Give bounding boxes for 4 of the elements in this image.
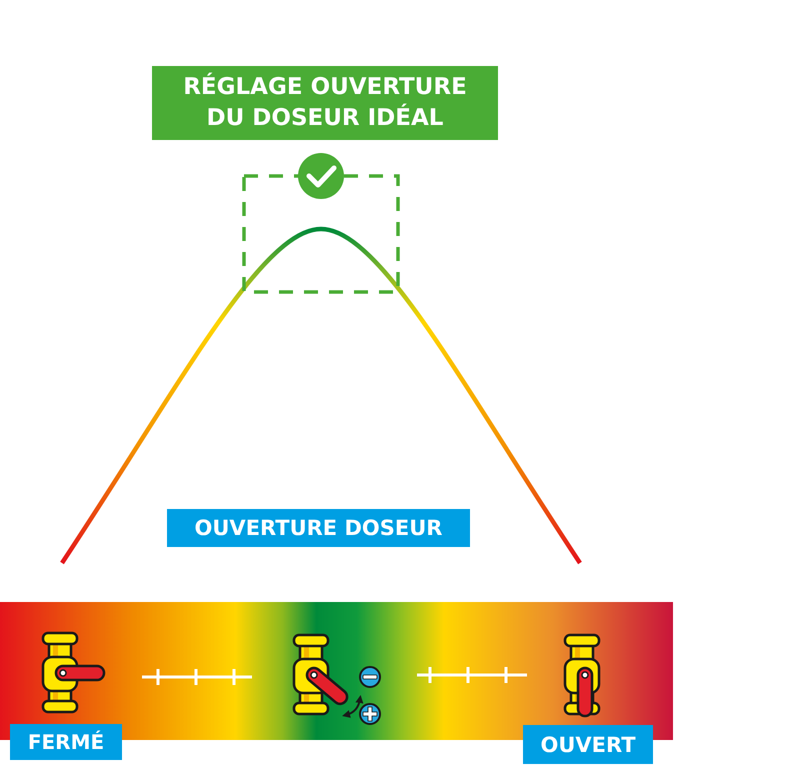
open-state-tag: OUVERT bbox=[523, 725, 653, 764]
closed-state-tag: FERMÉ bbox=[10, 724, 122, 760]
heading-banner: RÉGLAGE OUVERTURE DU DOSEUR IDÉAL bbox=[152, 66, 498, 140]
axis-label-tag: OUVERTURE DOSEUR bbox=[167, 509, 470, 547]
